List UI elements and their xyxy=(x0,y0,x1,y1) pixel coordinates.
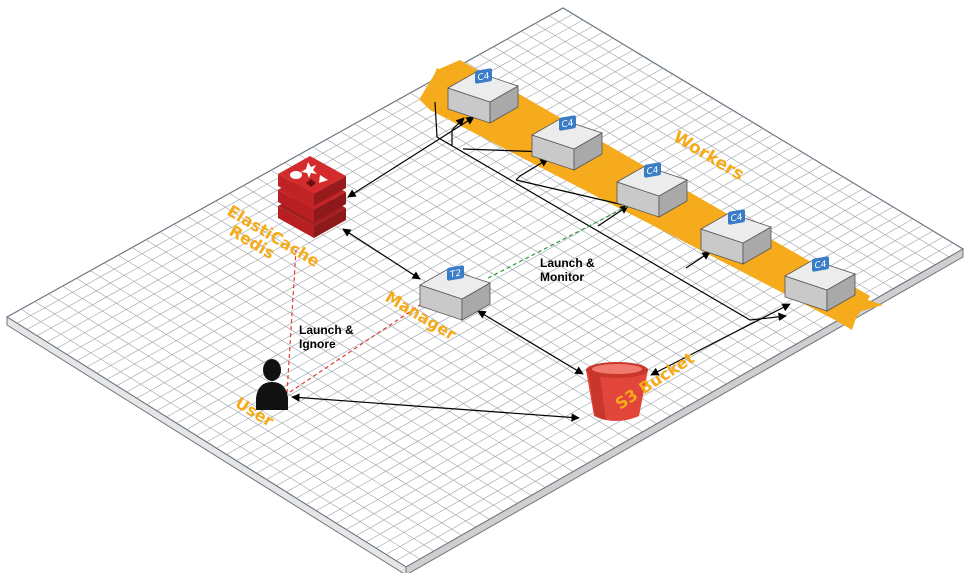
launch-monitor-line xyxy=(487,205,629,279)
worker-badge-text: C4 xyxy=(478,71,490,83)
redis-manager-line xyxy=(342,228,421,280)
launch-monitor-label: Launch & Monitor xyxy=(540,256,598,284)
launch-ignore-line-manager xyxy=(289,304,421,393)
bus-line-4 xyxy=(515,158,549,181)
grid-line xyxy=(146,92,704,405)
connections xyxy=(286,101,791,422)
bus-line-3 xyxy=(451,117,465,146)
user-icon xyxy=(256,359,288,410)
launch-ignore-label: Launch & Ignore xyxy=(299,323,357,351)
worker-badge-text: C4 xyxy=(647,165,659,177)
bus-tap-3 xyxy=(515,179,629,207)
bus-tap-5 xyxy=(685,251,711,269)
s3-worker-line xyxy=(650,303,791,376)
worker-badge-text: C4 xyxy=(562,118,574,130)
manager-s3-line xyxy=(477,310,584,375)
worker-badge-text: C4 xyxy=(815,259,827,271)
worker-badge-text: C4 xyxy=(731,212,743,224)
grid-line xyxy=(166,104,724,418)
grid-line xyxy=(156,98,714,412)
worker-server-box-icon: C4 xyxy=(447,68,519,124)
worker-server-box-icon: C4 xyxy=(531,115,603,171)
grid-line xyxy=(96,61,654,374)
redis-worker-line xyxy=(347,116,475,198)
grid-line xyxy=(76,49,634,362)
user-s3-line xyxy=(291,393,580,422)
bus-tap-4 xyxy=(597,205,629,227)
redis-icon xyxy=(278,156,346,238)
grid-line xyxy=(86,55,644,368)
worker-server-box-icon: C4 xyxy=(700,209,772,265)
s3-bucket-icon xyxy=(586,362,648,421)
manager-badge-text: T2 xyxy=(449,269,461,281)
worker-server-box-icon: C4 xyxy=(784,256,856,312)
floor-edge-left xyxy=(6,316,407,573)
worker-server-box-icon: C4 xyxy=(616,162,688,218)
launch-ignore-line-redis xyxy=(286,249,297,394)
manager-server-box-icon: T2 xyxy=(419,265,491,321)
